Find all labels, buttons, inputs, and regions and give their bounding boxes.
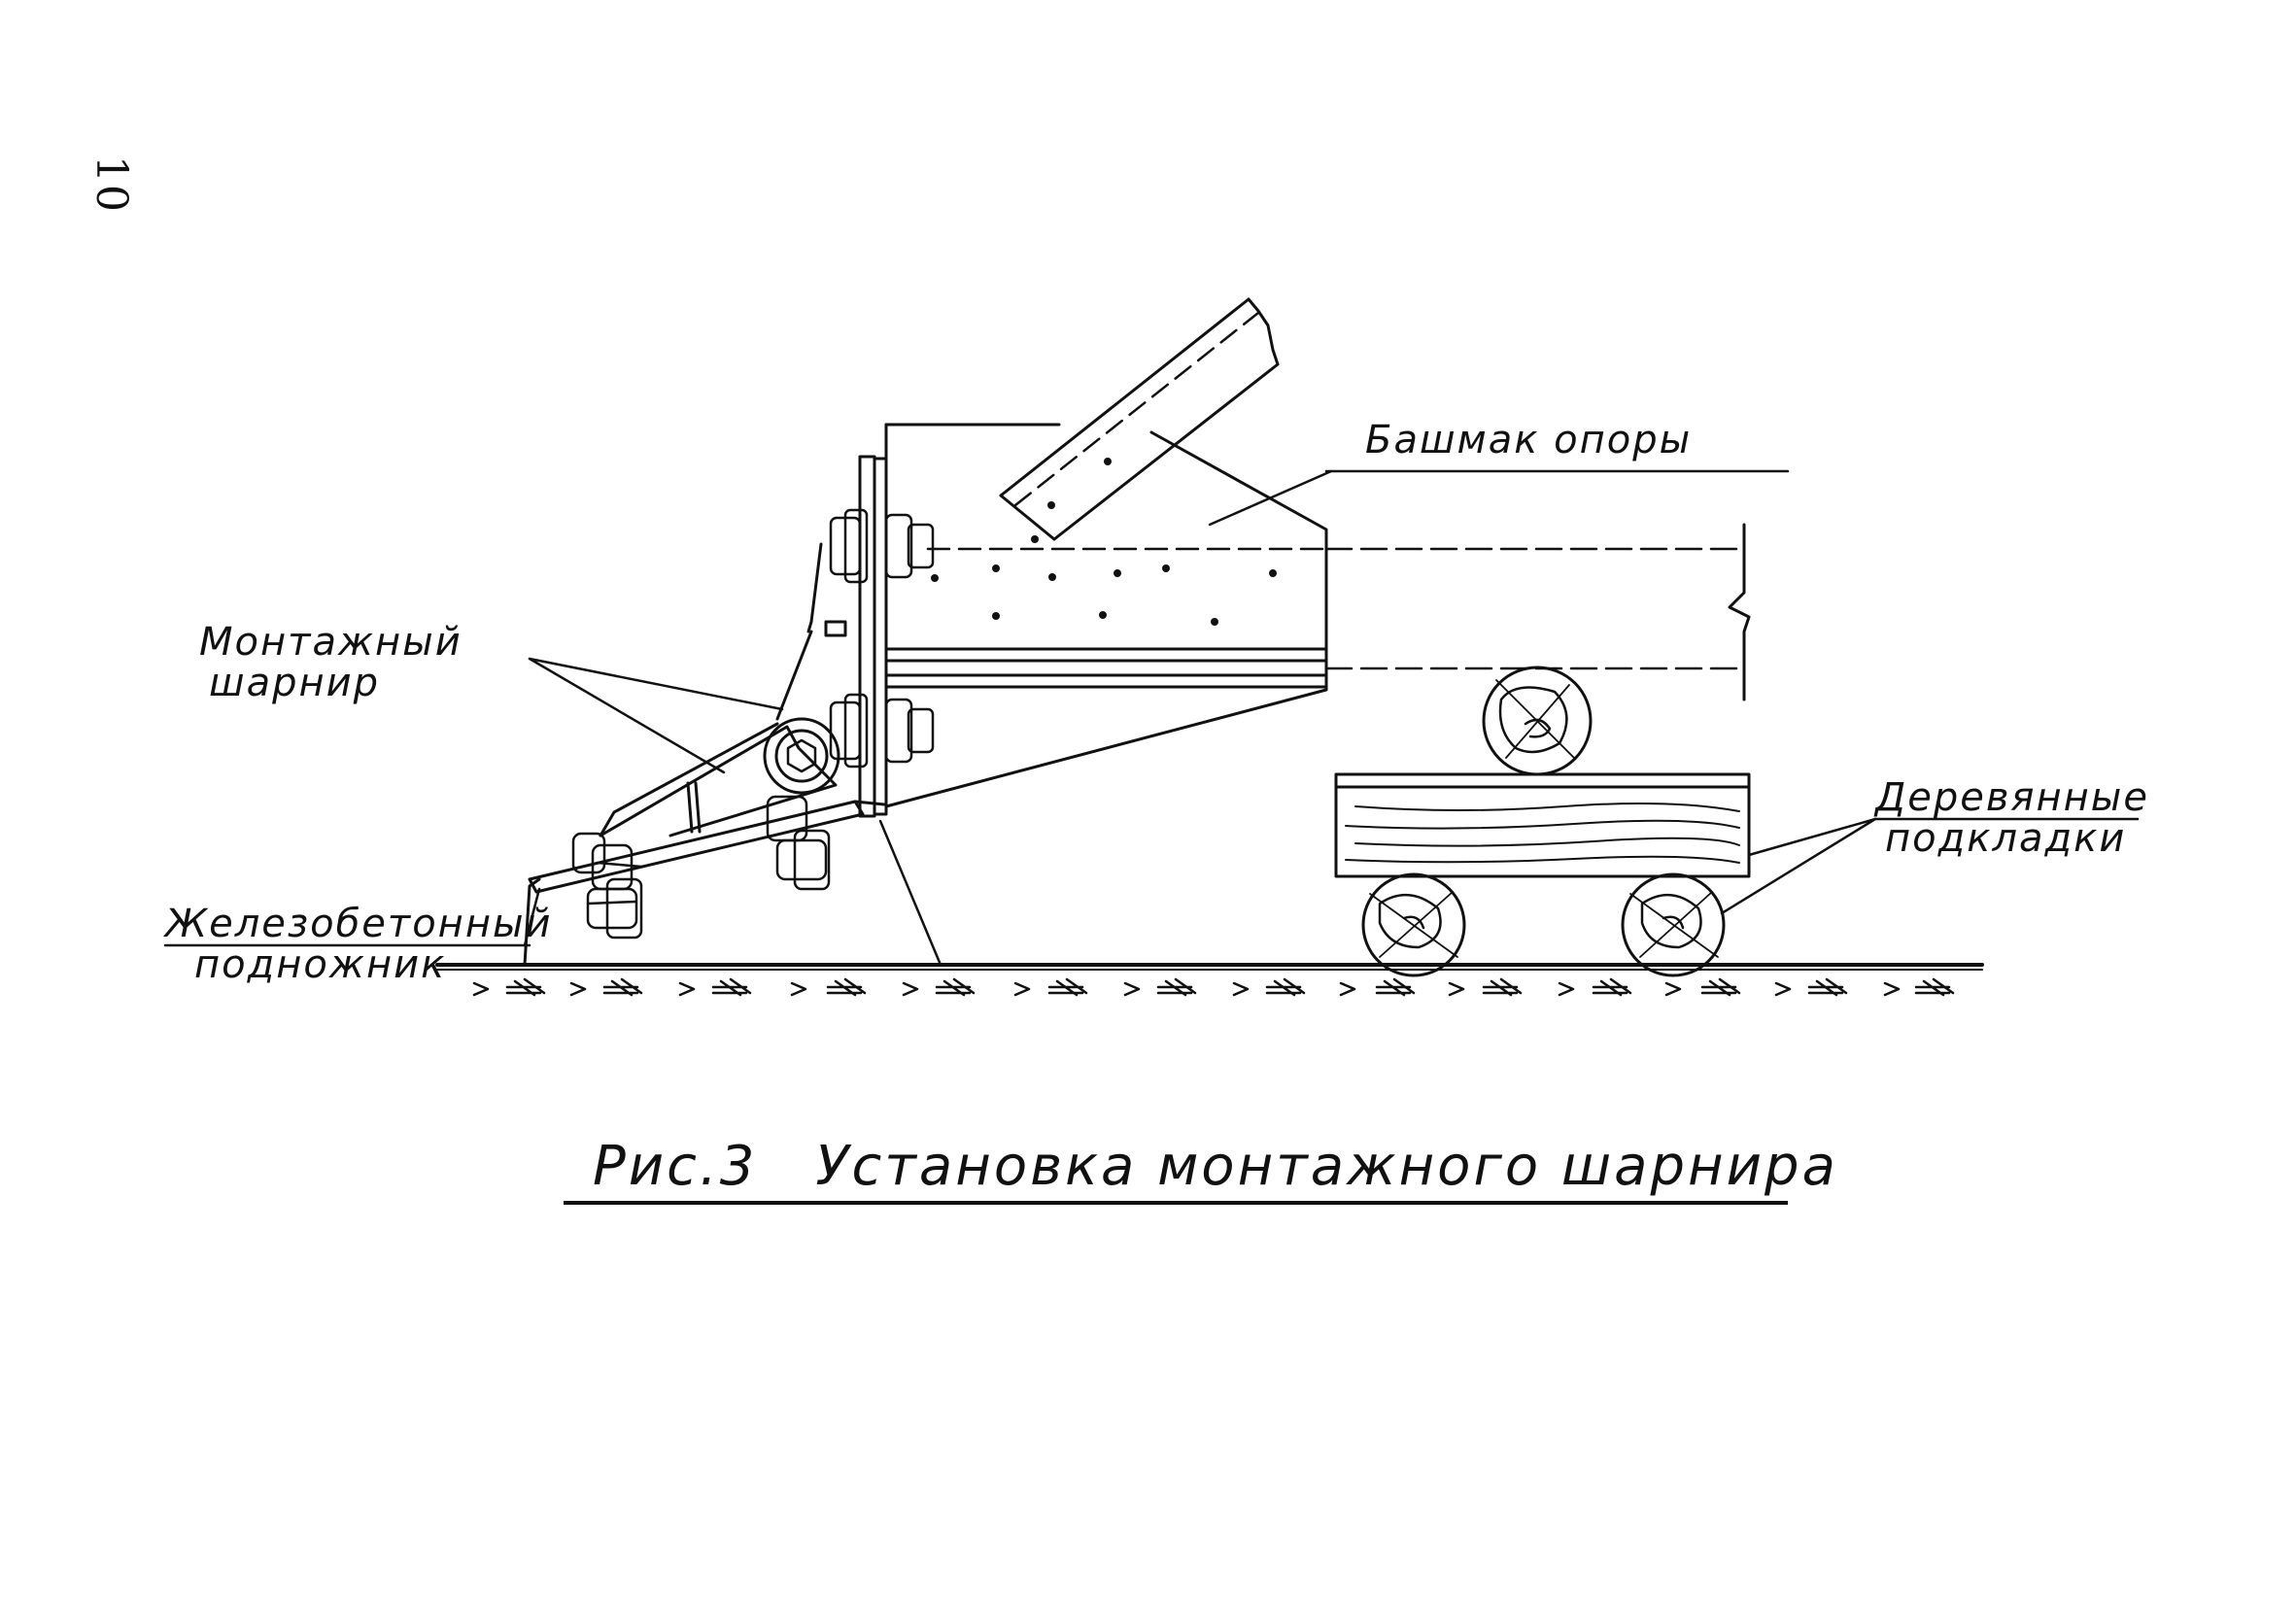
plate-bolts	[831, 510, 933, 767]
label-concrete-footing: Железобетонный подножник	[165, 904, 553, 985]
label-mounting-hinge-line1: Монтажный	[199, 620, 463, 665]
inclined-base-plate	[530, 802, 884, 892]
ground-hatching	[474, 979, 1953, 995]
horizontal-beam	[1326, 525, 1749, 700]
figure-title: Установка монтажного шарнира	[815, 1135, 1838, 1198]
label-mounting-hinge-line2: шарнир	[209, 661, 381, 705]
figure-caption: Рис.3 Установка монтажного шарнира	[593, 1135, 1838, 1198]
label-wooden-pads-line2: подкладки	[1885, 816, 2127, 861]
upper-log	[1484, 667, 1591, 774]
ground	[437, 965, 1982, 995]
label-wooden-pads: Деревянные подкладки	[1875, 777, 2149, 859]
base-plate-bolts	[573, 797, 829, 938]
wooden-beam	[1336, 774, 1749, 876]
angle-brace	[1001, 299, 1278, 539]
label-concrete-footing-line1: Железобетонный	[165, 902, 553, 946]
figure-number: Рис.3	[593, 1135, 758, 1198]
hinge-bracket	[600, 724, 836, 836]
caption-underline	[564, 1201, 1788, 1205]
label-concrete-footing-line2: подножник	[194, 942, 447, 987]
label-mounting-hinge: Монтажный шарнир	[199, 622, 463, 703]
label-support-shoe: Башмак опоры	[1365, 418, 1693, 462]
rivet-holes	[931, 458, 1277, 626]
support-shoe	[886, 425, 1326, 806]
leader-lines	[165, 471, 2138, 965]
label-wooden-pads-line1: Деревянные	[1875, 775, 2149, 820]
hinge-pin	[765, 719, 839, 793]
vertical-plate	[777, 457, 886, 816]
lower-log-right	[1623, 874, 1724, 975]
lower-log-left	[1363, 874, 1464, 975]
